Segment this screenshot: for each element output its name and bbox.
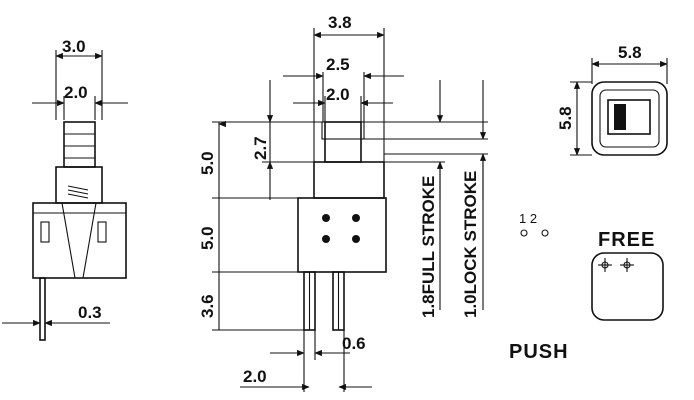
front-dim-v3: 3.6	[198, 294, 217, 318]
top-view: 5.8 5.8	[556, 43, 668, 156]
front-dim-v1: 5.0	[198, 151, 217, 175]
side-dim-top: 3.0	[62, 37, 86, 56]
switch-schematic: 1 2 FREE PUSH	[509, 211, 664, 363]
free-label: FREE	[598, 229, 655, 251]
side-view: 3.0 2.0 0.3	[2, 37, 128, 341]
full-stroke-label: 1.8FULL STROKE	[419, 176, 438, 318]
top-dim-width: 5.8	[618, 43, 642, 62]
front-dim-pin-pitch: 2.0	[243, 367, 267, 386]
top-dim-height: 5.8	[556, 106, 575, 130]
front-view: 3.8 2.5 2.0 5.0 5.0 3.6	[198, 13, 488, 392]
front-dim-pin-width: 0.6	[342, 334, 366, 353]
push-label: PUSH	[509, 341, 569, 363]
front-dim-v2: 5.0	[198, 226, 217, 250]
side-dim-mid: 2.0	[64, 83, 88, 102]
front-dim-top: 3.8	[328, 13, 352, 32]
front-dim-mid1: 2.5	[326, 55, 350, 74]
side-dim-pin: 0.3	[78, 303, 102, 322]
pin-labels: 1 2	[519, 211, 537, 226]
front-dim-plunger-h: 2.7	[251, 136, 270, 160]
front-dim-mid2: 2.0	[326, 85, 350, 104]
lock-stroke-label: 1.0LOCK STROKE	[461, 171, 480, 318]
